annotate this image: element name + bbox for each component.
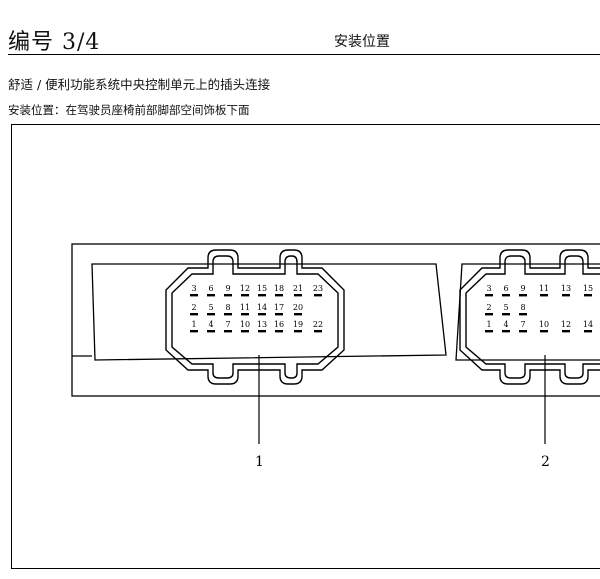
pin-slot xyxy=(314,294,322,297)
pin-label: 9 xyxy=(520,284,525,293)
pin-label: 10 xyxy=(539,320,549,329)
control-unit-housing xyxy=(71,243,600,397)
doc-number: 编号 3/4 xyxy=(8,30,101,55)
pin-label: 17 xyxy=(274,303,284,312)
pin-slot xyxy=(519,313,527,316)
pin-slot xyxy=(190,330,198,333)
install-location-text: 安装位置：在驾驶员座椅前部脚部空间饰板下面 xyxy=(8,103,250,117)
pin-slot xyxy=(294,330,302,333)
connector-2-shroud xyxy=(455,263,600,361)
pin-label: 2 xyxy=(191,303,196,312)
pin-slot xyxy=(502,294,510,297)
pin-label: 14 xyxy=(257,303,267,312)
pin-label: 12 xyxy=(561,320,571,329)
pin-label: 22 xyxy=(313,320,323,329)
pin-label: 1 xyxy=(486,320,491,329)
pin-slot xyxy=(241,330,249,333)
connector-2-outline-outer xyxy=(459,249,600,385)
pin-slot xyxy=(294,313,302,316)
pin-slot xyxy=(241,294,249,297)
connector-1-shroud xyxy=(91,263,447,361)
connector-2-outline-inner xyxy=(465,255,600,379)
pin-label: 5 xyxy=(208,303,213,312)
pin-label: 9 xyxy=(225,284,230,293)
pin-slot xyxy=(502,313,510,316)
pin-slot xyxy=(275,330,283,333)
pin-label: 4 xyxy=(208,320,213,329)
pin-slot xyxy=(224,313,232,316)
pin-label: 7 xyxy=(520,320,525,329)
pin-label: 5 xyxy=(503,303,508,312)
pin-label: 7 xyxy=(225,320,230,329)
pin-slot xyxy=(562,330,570,333)
pin-label: 2 xyxy=(486,303,491,312)
pin-label: 13 xyxy=(257,320,267,329)
connector-2 xyxy=(459,249,600,385)
pin-label: 1 xyxy=(191,320,196,329)
page-header: 编号 3/4 安装位置 xyxy=(0,0,600,62)
callout-label-2: 2 xyxy=(541,454,550,470)
pin-label: 11 xyxy=(240,303,250,312)
pin-label: 12 xyxy=(240,284,250,293)
pin-slot xyxy=(275,313,283,316)
pin-slot xyxy=(562,294,570,297)
pin-label: 23 xyxy=(313,284,323,293)
pin-slot xyxy=(258,330,266,333)
connector-1 xyxy=(165,249,345,385)
pin-slot xyxy=(584,294,592,297)
pin-slot xyxy=(190,294,198,297)
pin-slot xyxy=(190,313,198,316)
pin-slot xyxy=(207,294,215,297)
pin-label: 8 xyxy=(520,303,525,312)
pin-label: 4 xyxy=(503,320,508,329)
pin-label: 19 xyxy=(293,320,303,329)
connector-1-outline-outer xyxy=(165,249,345,385)
pin-slot xyxy=(258,313,266,316)
pin-label: 21 xyxy=(293,284,303,293)
pin-slot xyxy=(485,330,493,333)
pin-label: 3 xyxy=(191,284,196,293)
pin-label: 20 xyxy=(293,303,303,312)
section-title: 安装位置 xyxy=(334,34,390,50)
pin-slot xyxy=(258,294,266,297)
connector-1-outline-inner xyxy=(171,255,339,379)
document-title: 舒适 / 便利功能系统中央控制单元上的插头连接 xyxy=(8,77,271,92)
pin-label: 11 xyxy=(539,284,549,293)
figure-frame xyxy=(11,124,600,569)
pin-label: 13 xyxy=(561,284,571,293)
pin-slot xyxy=(540,330,548,333)
pin-slot xyxy=(207,330,215,333)
pin-slot xyxy=(275,294,283,297)
pin-slot xyxy=(502,330,510,333)
pin-label: 6 xyxy=(208,284,213,293)
header-divider xyxy=(8,54,600,55)
pin-label: 14 xyxy=(583,320,593,329)
pin-slot xyxy=(241,313,249,316)
pin-slot xyxy=(224,294,232,297)
pin-label: 10 xyxy=(240,320,250,329)
pin-slot xyxy=(540,294,548,297)
callout-label-1: 1 xyxy=(255,454,264,470)
pin-slot xyxy=(314,330,322,333)
pin-slot xyxy=(207,313,215,316)
pin-label: 3 xyxy=(486,284,491,293)
pin-slot xyxy=(224,330,232,333)
pin-slot xyxy=(485,294,493,297)
pin-label: 18 xyxy=(274,284,284,293)
pin-label: 15 xyxy=(257,284,267,293)
pin-label: 8 xyxy=(225,303,230,312)
pin-slot xyxy=(294,294,302,297)
pin-slot xyxy=(584,330,592,333)
pin-label: 15 xyxy=(583,284,593,293)
pin-slot xyxy=(485,313,493,316)
housing-outline xyxy=(71,243,600,397)
pin-label: 16 xyxy=(274,320,284,329)
pin-slot xyxy=(519,330,527,333)
pin-label: 6 xyxy=(503,284,508,293)
pin-slot xyxy=(519,294,527,297)
